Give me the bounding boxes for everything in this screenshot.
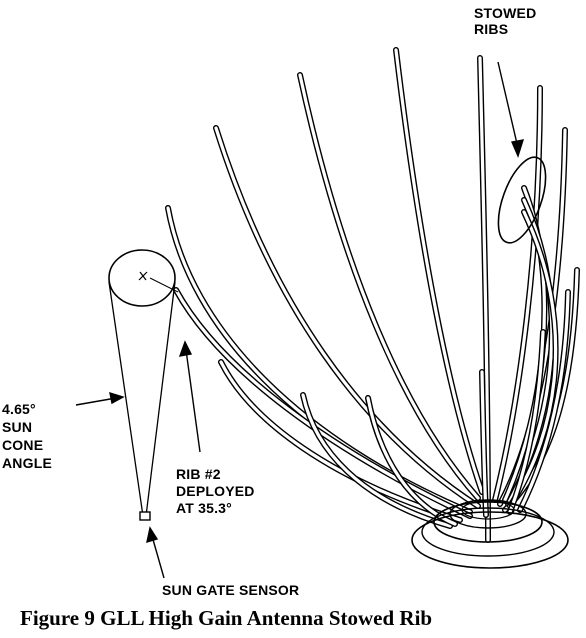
leader-arrows	[75, 61, 525, 579]
rib-5-outline	[393, 47, 485, 495]
cone-angle-line-2: SUN	[2, 419, 33, 435]
stowed-ribs-label: STOWED RIBS	[474, 5, 536, 37]
rib-13	[219, 360, 462, 522]
antenna-hub	[411, 499, 569, 569]
rib-7	[493, 86, 542, 502]
rib2-line-1: RIB #2	[176, 466, 221, 482]
rib2-line-2: DEPLOYED	[176, 483, 255, 499]
stowed-ribs-line-2: RIBS	[474, 21, 509, 37]
stowed-ribs-circle	[497, 156, 547, 244]
rib2-label: RIB #2 DEPLOYED AT 35.3°	[176, 466, 255, 517]
sun-gate-sensor-label: SUN GATE SENSOR	[162, 582, 300, 598]
cone-angle-line-4: ANGLE	[2, 455, 52, 471]
rib-15	[366, 396, 457, 526]
rib-2	[174, 288, 472, 518]
sun-cone	[108, 249, 179, 517]
rib-14	[301, 393, 452, 528]
cone-angle-line-3: CONE	[2, 437, 44, 453]
rib-3	[214, 126, 480, 508]
figure-caption: Figure 9 GLL High Gain Antenna Stowed Ri…	[20, 606, 433, 630]
rib-4	[298, 73, 480, 500]
rib-6	[478, 56, 490, 542]
rib-12	[508, 210, 558, 508]
sun-gate-sensor-box	[139, 511, 151, 521]
sun-cone-angle-label: 4.65° SUN CONE ANGLE	[2, 400, 52, 472]
rib-18	[518, 290, 570, 512]
cone-angle-value: 4.65°	[2, 401, 36, 417]
stowed-ribs-line-1: STOWED	[474, 5, 537, 21]
rib-5	[394, 48, 484, 494]
rib2-line-3: AT 35.3°	[176, 500, 232, 516]
antenna-ribs	[165, 47, 580, 543]
rib-17	[508, 330, 545, 514]
